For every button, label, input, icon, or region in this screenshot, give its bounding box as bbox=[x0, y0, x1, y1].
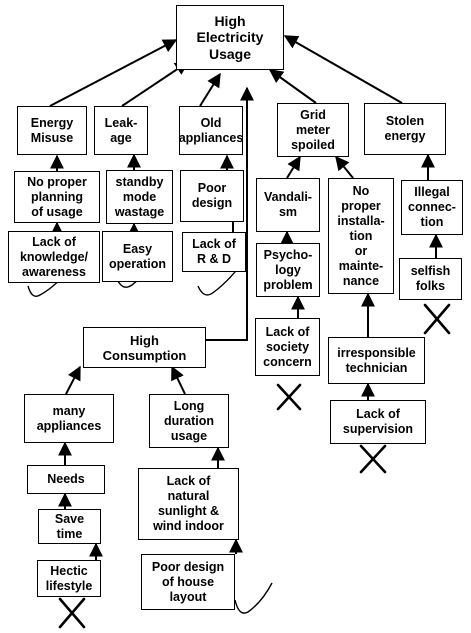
node-label: High Electricity Usage bbox=[196, 12, 264, 62]
node-old-appliances: Old appliances bbox=[179, 106, 243, 155]
node-no-proper-installation: No proper installa- tion or mainte- nanc… bbox=[328, 178, 394, 294]
node-label: Hectic lifestyle bbox=[45, 563, 93, 593]
node-label: Leak- age bbox=[104, 115, 138, 145]
node-hectic-lifestyle: Hectic lifestyle bbox=[37, 560, 101, 597]
node-irresponsible-technician: irresponsible technician bbox=[328, 337, 425, 384]
node-label: Lack of supervision bbox=[342, 407, 414, 436]
node-lack-of-society-concern: Lack of society concern bbox=[255, 318, 320, 376]
node-high-consumption: High Consumption bbox=[83, 327, 206, 368]
arrow-high-consumption-to-root bbox=[206, 86, 254, 341]
node-high-electricity-usage: High Electricity Usage bbox=[176, 5, 284, 70]
node-lack-of-knowledge: Lack of knowledge/ awareness bbox=[8, 231, 100, 283]
node-label: Old appliances bbox=[178, 115, 244, 145]
check-mark-poor-house bbox=[234, 582, 273, 614]
node-stolen-energy: Stolen energy bbox=[364, 103, 446, 155]
node-energy-misuse: Energy Misuse bbox=[17, 106, 87, 155]
cross-mark-lack-supervision bbox=[359, 444, 387, 474]
node-long-duration-usage: Long duration usage bbox=[149, 394, 229, 448]
node-label: Grid meter spoiled bbox=[291, 107, 335, 152]
cross-mark-hectic bbox=[58, 597, 86, 629]
node-poor-design-of-house-layout: Poor design of house layout bbox=[141, 554, 235, 610]
node-easy-operation: Easy operation bbox=[102, 231, 173, 282]
node-label: Lack of natural sunlight & wind indoor bbox=[153, 474, 224, 533]
node-label: Vandali- sm bbox=[264, 190, 312, 219]
node-label: many appliances bbox=[36, 403, 102, 433]
arrow-vandalism-to-grid-meter bbox=[286, 155, 301, 179]
node-selfish-folks: selfish folks bbox=[399, 258, 462, 300]
node-label: Easy operation bbox=[109, 241, 166, 271]
node-label: Lack of R & D bbox=[192, 237, 236, 266]
node-leakage: Leak- age bbox=[94, 106, 148, 155]
node-lack-of-supervision: Lack of supervision bbox=[330, 400, 426, 444]
node-save-time: Save time bbox=[38, 509, 101, 544]
node-label: selfish folks bbox=[410, 264, 451, 293]
arrow-energy-misuse-to-root bbox=[49, 39, 178, 107]
node-label: Lack of society concern bbox=[263, 324, 312, 369]
arrow-old-appliances-to-root bbox=[199, 72, 221, 107]
node-label: Stolen energy bbox=[384, 114, 426, 143]
node-vandalism: Vandali- sm bbox=[256, 178, 320, 232]
node-lack-of-rd: Lack of R & D bbox=[182, 232, 246, 272]
node-label: irresponsible technician bbox=[337, 345, 416, 375]
arrow-many-appliances-to-high-consumption bbox=[65, 365, 81, 395]
node-no-proper-planning: No proper planning of usage bbox=[14, 171, 100, 223]
node-label: standby mode wastage bbox=[114, 174, 165, 219]
node-label: No proper planning of usage bbox=[27, 174, 87, 219]
node-label: Poor design of house layout bbox=[151, 559, 225, 604]
node-standby-mode-wastage: standby mode wastage bbox=[106, 170, 173, 224]
node-label: No proper installa- tion or mainte- nanc… bbox=[337, 183, 385, 288]
cross-mark-selfish bbox=[423, 303, 451, 335]
node-label: Long duration usage bbox=[164, 398, 214, 443]
node-poor-design: Poor design bbox=[180, 170, 244, 222]
arrow-stolen-energy-to-root bbox=[283, 35, 403, 104]
node-label: Poor design bbox=[191, 181, 233, 210]
node-label: Energy Misuse bbox=[30, 115, 74, 145]
arrow-grid-meter-to-root bbox=[268, 69, 317, 104]
node-label: Needs bbox=[47, 472, 85, 486]
node-psychology-problem: Psycho- logy problem bbox=[256, 243, 320, 297]
arrow-no-installation-to-grid-meter bbox=[335, 155, 354, 179]
node-label: Psycho- logy problem bbox=[263, 247, 313, 292]
node-grid-meter-spoiled: Grid meter spoiled bbox=[277, 103, 349, 157]
node-illegal-connection: Illegal connec- tion bbox=[401, 180, 463, 235]
node-needs: Needs bbox=[27, 465, 105, 494]
node-label: Save time bbox=[54, 511, 85, 541]
node-many-appliances: many appliances bbox=[24, 394, 114, 443]
cross-mark-lack-society bbox=[276, 383, 302, 411]
arrow-long-duration-to-high-consumption bbox=[171, 365, 186, 395]
node-label: High Consumption bbox=[102, 332, 187, 363]
node-lack-of-natural-sunlight: Lack of natural sunlight & wind indoor bbox=[138, 468, 239, 540]
node-label: Illegal connec- tion bbox=[408, 185, 456, 229]
node-label: Lack of knowledge/ awareness bbox=[19, 234, 89, 279]
